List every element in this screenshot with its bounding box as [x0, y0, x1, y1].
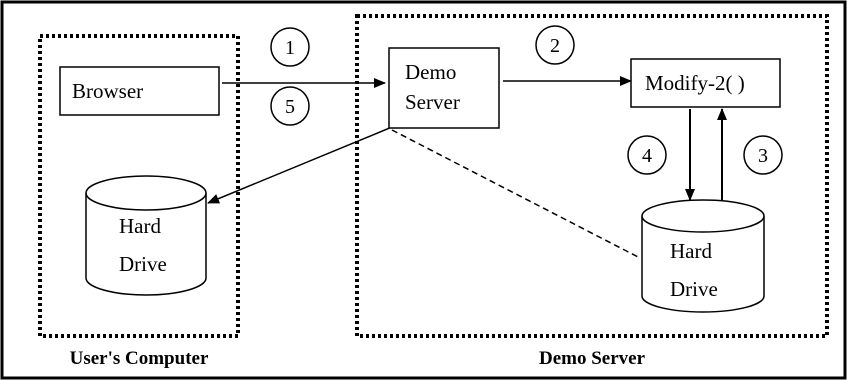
modify-label: Modify-2( )	[645, 71, 745, 95]
step-5-number: 5	[285, 96, 295, 118]
demo-server-to-server-drive-dashed-line	[391, 129, 641, 259]
server-drive-label-line1: Hard	[670, 239, 712, 263]
user-hard-drive-node: Hard Drive	[85, 175, 207, 296]
step-1-marker: 1	[270, 27, 310, 67]
demo-server-label-line2: Server	[405, 90, 460, 114]
step-5-marker: 5	[270, 86, 310, 126]
users-computer-region	[38, 34, 240, 338]
step-3-number: 3	[758, 145, 768, 167]
user-drive-label-line2: Drive	[119, 252, 167, 276]
demo-server-label-line1: Demo	[405, 60, 456, 84]
browser-node: Browser	[59, 66, 220, 116]
demo-server-region	[355, 14, 829, 338]
modify-node: Modify-2( )	[630, 58, 781, 108]
browser-label: Browser	[72, 79, 143, 103]
step-2-marker: 2	[535, 25, 575, 65]
step-4-number: 4	[642, 145, 652, 167]
user-drive-label-line1: Hard	[119, 214, 161, 238]
server-drive-label-line2: Drive	[670, 277, 718, 301]
demo-server-to-user-drive-arrow	[207, 126, 393, 204]
step-4-marker: 4	[627, 135, 667, 175]
step-2-number: 2	[550, 35, 560, 57]
users-computer-caption: User's Computer	[70, 348, 209, 369]
server-hard-drive-node: Hard Drive	[641, 199, 765, 313]
demo-server-node: Demo Server	[388, 47, 500, 129]
demo-server-caption: Demo Server	[539, 348, 646, 369]
step-1-number: 1	[285, 37, 295, 59]
step-3-marker: 3	[743, 135, 783, 175]
